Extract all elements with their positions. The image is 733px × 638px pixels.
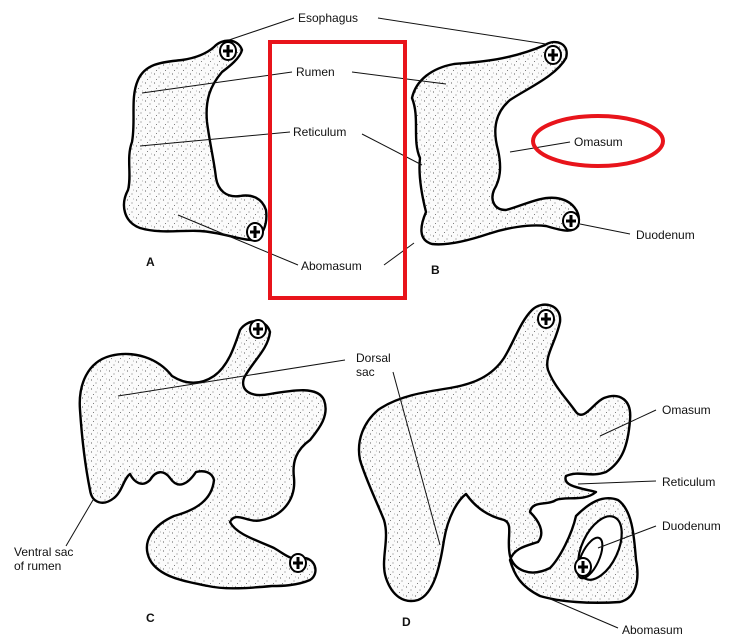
panel-c: C: [80, 320, 326, 625]
label-abomasum-b: Abomasum: [301, 259, 362, 273]
label-reticulum: Reticulum: [293, 125, 346, 139]
label-omasum-d: Omasum: [662, 403, 711, 417]
panel-d-letter: D: [402, 615, 411, 629]
label-duodenum-b: Duodenum: [636, 228, 695, 242]
panel-b-letter: B: [431, 263, 440, 277]
label-reticulum-d: Reticulum: [662, 475, 715, 489]
label-esophagus: Esophagus: [298, 11, 358, 25]
label-duodenum-d: Duodenum: [662, 519, 721, 533]
label-ventral-sac-line2: of rumen: [14, 559, 61, 573]
panel-a: A: [124, 41, 266, 269]
label-omasum-b: Omasum: [574, 135, 623, 149]
panel-a-stomach: [124, 41, 266, 240]
label-abomasum-d: Abomasum: [622, 623, 683, 637]
panel-b-stomach: [412, 42, 579, 244]
label-ventral-sac-line1: Ventral sac: [14, 545, 73, 559]
label-rumen: Rumen: [296, 65, 335, 79]
label-dorsal-sac-line1: Dorsal: [356, 351, 391, 365]
panel-c-stomach: [80, 321, 326, 588]
panel-d: D: [359, 305, 637, 629]
panel-c-letter: C: [146, 611, 155, 625]
panel-a-letter: A: [146, 255, 155, 269]
label-dorsal-sac-line2: sac: [356, 365, 375, 379]
